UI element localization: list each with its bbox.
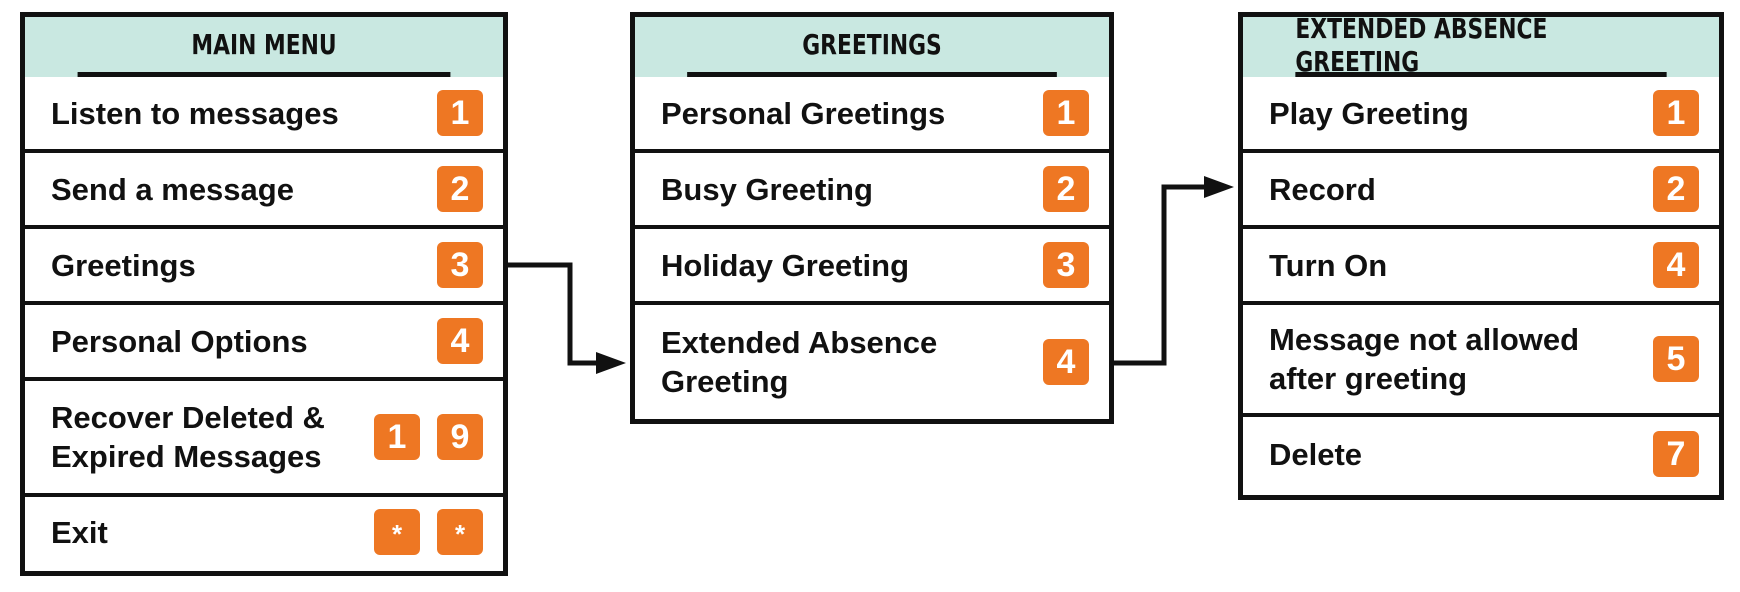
item-label: Turn On: [1269, 247, 1388, 283]
main-menu-item-greetings[interactable]: Greetings 3: [25, 229, 503, 305]
arrow-greetings-connector: [508, 262, 600, 366]
key-badge: 5: [1653, 336, 1699, 382]
item-label: Personal Greetings: [661, 95, 946, 131]
arrowhead-to-extended-absence: [1204, 176, 1234, 198]
main-menu-item-exit[interactable]: Exit * *: [25, 497, 503, 567]
extended-absence-header-box: EXTENDED ABSENCE GREETING: [1243, 17, 1719, 77]
main-menu-item-personal-options[interactable]: Personal Options 4: [25, 305, 503, 381]
key-badge: 7: [1653, 431, 1699, 477]
key-badge: 2: [437, 166, 483, 212]
key-badge: 4: [1043, 339, 1089, 385]
extended-item-message-not-allowed[interactable]: Message not allowed after greeting 5: [1243, 305, 1719, 417]
main-menu-item-send[interactable]: Send a message 2: [25, 153, 503, 229]
extended-item-record[interactable]: Record 2: [1243, 153, 1719, 229]
key-badge: 2: [1043, 166, 1089, 212]
main-menu-item-listen[interactable]: Listen to messages 1: [25, 77, 503, 153]
item-label: Busy Greeting: [661, 171, 873, 207]
main-menu-header-box: MAIN MENU: [25, 17, 503, 77]
extended-item-delete[interactable]: Delete 7: [1243, 417, 1719, 491]
extended-item-turn-on[interactable]: Turn On 4: [1243, 229, 1719, 305]
star-key-badge: *: [437, 509, 483, 555]
arrowhead-to-greetings: [596, 352, 626, 374]
greetings-item-personal[interactable]: Personal Greetings 1: [635, 77, 1109, 153]
key-badge: 1: [437, 90, 483, 136]
extended-absence-title: EXTENDED ABSENCE GREETING: [1295, 17, 1667, 77]
item-label: Delete: [1269, 436, 1363, 472]
item-label: Send a message: [51, 171, 294, 207]
item-label: Exit: [51, 514, 108, 550]
item-label: Extended Absence Greeting: [661, 325, 938, 399]
item-label: Greetings: [51, 247, 196, 283]
item-label: Listen to messages: [51, 95, 339, 131]
item-label: Holiday Greeting: [661, 247, 910, 283]
key-badge: 1: [1043, 90, 1089, 136]
key-badge: 9: [437, 414, 483, 460]
item-label: Record: [1269, 171, 1376, 207]
key-badge: 2: [1653, 166, 1699, 212]
key-badge: 4: [437, 318, 483, 364]
key-badge: 3: [437, 242, 483, 288]
extended-item-play[interactable]: Play Greeting 1: [1243, 77, 1719, 153]
item-label: Message not allowed after greeting: [1269, 322, 1580, 396]
extended-absence-panel: EXTENDED ABSENCE GREETING Play Greeting …: [1238, 12, 1724, 500]
key-badge: 4: [1653, 242, 1699, 288]
greetings-item-holiday[interactable]: Holiday Greeting 3: [635, 229, 1109, 305]
item-label: Play Greeting: [1269, 95, 1469, 131]
greetings-item-extended-absence[interactable]: Extended Absence Greeting 4: [635, 305, 1109, 419]
greetings-title: GREETINGS: [687, 17, 1057, 77]
item-label: Recover Deleted & Expired Messages: [51, 400, 325, 474]
greetings-panel: GREETINGS Personal Greetings 1 Busy Gree…: [630, 12, 1114, 424]
greetings-item-busy[interactable]: Busy Greeting 2: [635, 153, 1109, 229]
main-menu-item-recover[interactable]: Recover Deleted & Expired Messages 1 9: [25, 381, 503, 497]
star-key-badge: *: [374, 509, 420, 555]
greetings-header-box: GREETINGS: [635, 17, 1109, 77]
key-badge: 3: [1043, 242, 1089, 288]
key-badge: 1: [374, 414, 420, 460]
main-menu-panel: MAIN MENU Listen to messages 1 Send a me…: [20, 12, 508, 576]
item-label: Personal Options: [51, 323, 308, 359]
main-menu-title: MAIN MENU: [77, 17, 451, 77]
key-badge: 1: [1653, 90, 1699, 136]
arrow-extended-absence-connector: [1114, 184, 1208, 366]
